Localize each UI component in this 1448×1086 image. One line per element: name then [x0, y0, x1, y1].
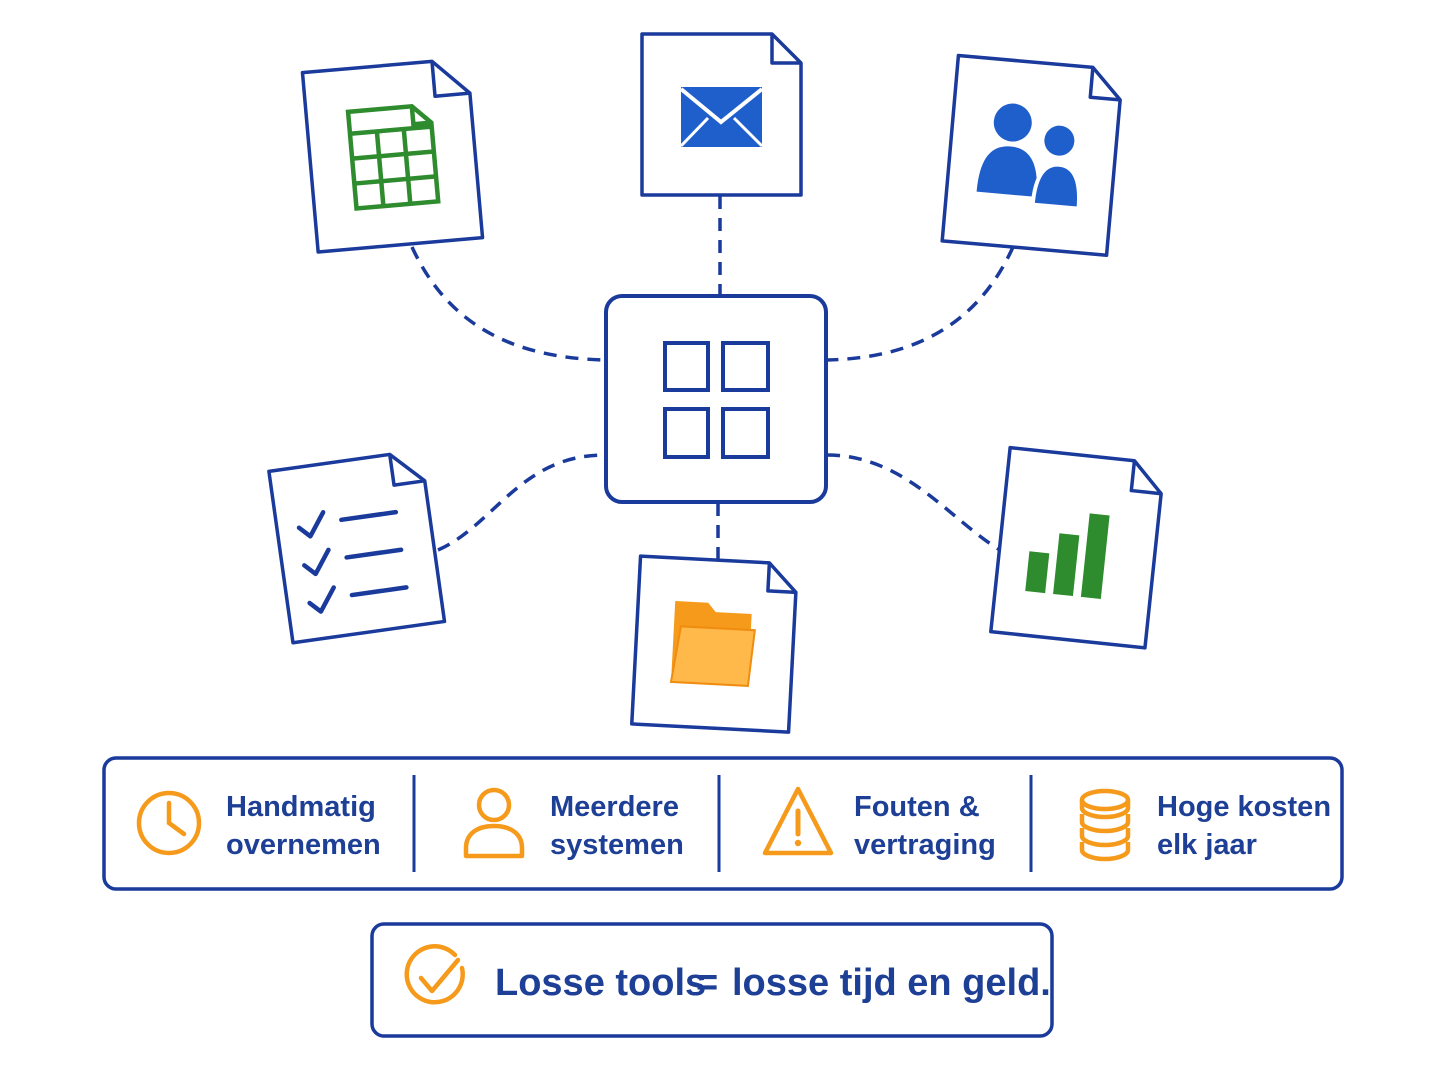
tagline-box [370, 922, 1054, 1038]
connector-users [826, 246, 1015, 362]
feature-label: Handmatig [226, 791, 376, 823]
feature-errors: Fouten & vertraging [762, 786, 996, 861]
feature-label: Hoge kosten [1157, 791, 1331, 823]
check-circle-icon [404, 944, 465, 1005]
page-fold [430, 61, 471, 98]
page-fold [766, 562, 796, 595]
document-spreadsheet [300, 59, 485, 254]
feature-manual: Handmatig overnemen [136, 790, 381, 861]
grid-icon [663, 341, 770, 459]
feature-label: Fouten & [854, 791, 980, 823]
feature-label: elk jaar [1157, 829, 1257, 861]
bar-chart-icon [1025, 513, 1110, 599]
document-sheet [940, 53, 1122, 257]
clock-icon [136, 790, 202, 856]
document-sheet [267, 452, 447, 645]
connector-checklist [437, 453, 606, 552]
tagline-equals: = [696, 962, 718, 1004]
spreadsheet-icon [345, 103, 441, 211]
document-checklist [267, 452, 447, 645]
document-mail [640, 32, 803, 197]
tagline-panel: Losse tools = losse tijd en geld. [370, 922, 1054, 1038]
warning-icon [762, 786, 834, 856]
page-fold [1129, 460, 1162, 496]
feature-label: Meerdere [550, 791, 679, 823]
coins-icon [1079, 788, 1131, 862]
person-icon [463, 787, 525, 859]
hub-box [604, 294, 828, 504]
feature-label: systemen [550, 829, 684, 861]
tagline-right: losse tijd en geld. [732, 962, 1051, 1004]
features-panel: Handmatig overnemen Meerdere systemen Fo… [102, 756, 1344, 891]
document-folder [630, 554, 798, 734]
connectors [410, 196, 1015, 562]
feature-label: vertraging [854, 829, 996, 861]
users-icon [976, 103, 1082, 211]
feature-costs: Hoge kosten elk jaar [1079, 788, 1331, 862]
connector-spreadsheet [410, 246, 606, 362]
feature-label: overnemen [226, 829, 381, 861]
features-box [102, 756, 1344, 891]
page-fold [770, 34, 801, 65]
tagline-left: Losse tools [495, 962, 706, 1004]
page-fold [387, 454, 425, 487]
page-fold [1088, 67, 1121, 102]
folder-icon [669, 601, 756, 687]
mail-icon [679, 87, 764, 148]
feature-systems: Meerdere systemen [463, 787, 684, 861]
checklist-icon [296, 509, 409, 614]
document-bar-chart [989, 445, 1163, 650]
document-users [940, 53, 1122, 257]
hub [604, 294, 828, 504]
connector-chart [826, 453, 1001, 552]
